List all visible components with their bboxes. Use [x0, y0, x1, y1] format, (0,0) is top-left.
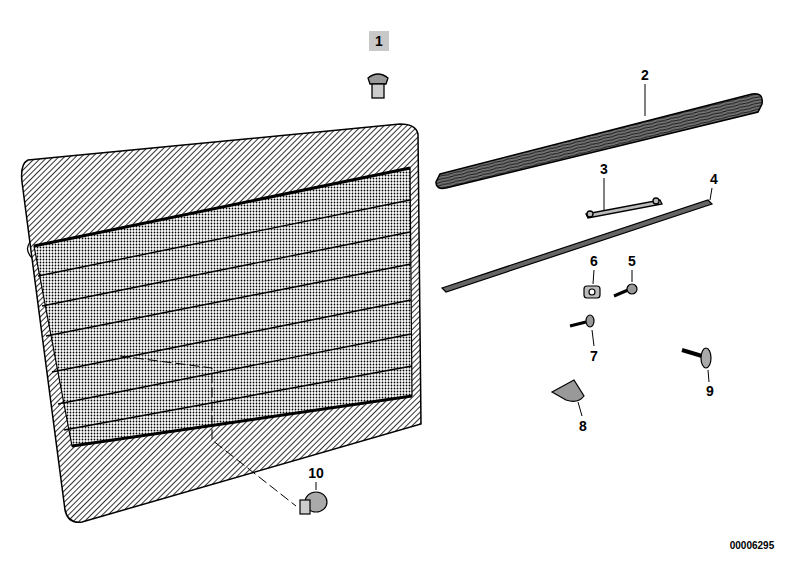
callout-number: 7 — [590, 349, 598, 363]
wood-trim-strip — [436, 94, 762, 189]
callout-number: 9 — [706, 384, 714, 398]
leader-line — [578, 402, 582, 416]
callout-number: 4 — [710, 172, 718, 186]
clip-part — [368, 74, 388, 98]
drawing-number: 00006295 — [730, 541, 775, 551]
bolt-part — [682, 348, 711, 368]
highlight-box: 1 — [369, 31, 389, 51]
screw-part — [614, 284, 637, 296]
callout-number: 6 — [590, 254, 598, 268]
callout-number: 10 — [308, 466, 324, 480]
screw-part — [570, 315, 594, 327]
leader-line — [632, 270, 633, 282]
leader-line — [708, 370, 709, 382]
callout-number: 1 — [375, 34, 383, 48]
callout-number: 2 — [641, 68, 649, 82]
dashed-leader — [120, 356, 296, 506]
callout-number: 3 — [600, 162, 608, 176]
clip-part — [300, 492, 327, 514]
door-trim-panel — [22, 124, 421, 522]
callout-number: 8 — [579, 419, 587, 433]
leader-line — [645, 84, 646, 116]
leader-line — [604, 178, 605, 210]
trim-strip — [442, 200, 712, 292]
leader-line — [710, 188, 712, 200]
callout-number: 5 — [628, 254, 636, 268]
nut-part — [584, 286, 600, 298]
leader-line — [592, 330, 594, 346]
leader-line — [593, 270, 594, 284]
leader-line — [316, 482, 317, 490]
bracket-part — [586, 198, 662, 218]
cone-clip — [552, 380, 584, 401]
